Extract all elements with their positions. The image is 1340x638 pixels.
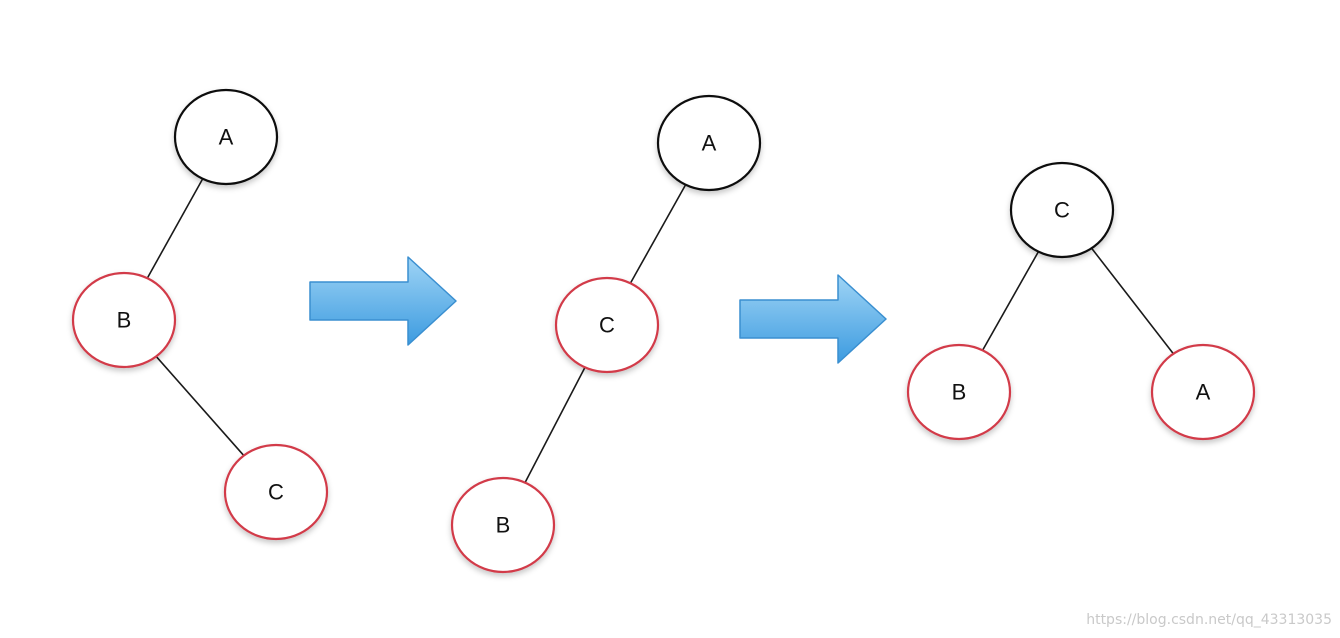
- node-p2-c: C: [554, 276, 660, 374]
- node-p3-a: A: [1150, 343, 1256, 441]
- node-p1-b: B: [71, 271, 177, 369]
- node-circle: [906, 343, 1012, 441]
- node-circle: [554, 276, 660, 374]
- right-arrow-icon: [309, 256, 457, 346]
- node-circle: [223, 443, 329, 541]
- node-label: B: [952, 380, 967, 405]
- node-label: B: [496, 513, 511, 538]
- node-label: A: [1196, 380, 1211, 405]
- node-circle: [173, 88, 279, 186]
- right-arrow-icon: [739, 274, 887, 364]
- node-label: C: [268, 480, 284, 505]
- node-circle: [1009, 161, 1115, 259]
- node-p1-c: C: [223, 443, 329, 541]
- node-label: A: [702, 131, 717, 156]
- node-circle: [1150, 343, 1256, 441]
- arrows-layer: [309, 256, 887, 364]
- node-circle: [450, 476, 556, 574]
- node-label: C: [599, 313, 615, 338]
- node-label: C: [1054, 198, 1070, 223]
- node-p2-b: B: [450, 476, 556, 574]
- nodes-layer: A B C A C B C B A: [71, 88, 1256, 574]
- node-label: A: [219, 125, 234, 150]
- node-p1-a: A: [173, 88, 279, 186]
- node-label: B: [117, 308, 132, 333]
- node-circle: [656, 94, 762, 192]
- node-circle: [71, 271, 177, 369]
- node-p2-a: A: [656, 94, 762, 192]
- node-p3-c: C: [1009, 161, 1115, 259]
- watermark-text: https://blog.csdn.net/qq_43313035: [1086, 612, 1332, 628]
- node-p3-b: B: [906, 343, 1012, 441]
